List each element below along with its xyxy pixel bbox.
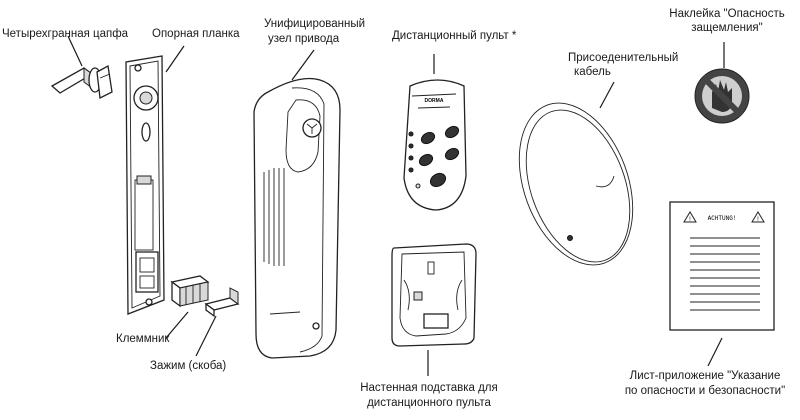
label-wall-stand-line2: дистанционного пульта: [367, 397, 491, 409]
label-cable-line2: кабель: [574, 66, 611, 78]
square-pin: [50, 64, 113, 99]
leader-drive-unit: [291, 49, 315, 81]
terminal-block: [170, 275, 210, 308]
drive-unit-vents: [263, 168, 285, 266]
leader-sheet: [707, 337, 723, 367]
sheet-heading-text: ACHTUNG!: [708, 215, 737, 222]
danger-sticker: [694, 68, 750, 124]
label-drive-unit-line1: Унифицированный: [264, 18, 366, 30]
svg-text:!: !: [757, 217, 759, 223]
safety-sheet: ! ! ACHTUNG!: [669, 201, 775, 331]
label-clamp: Зажим (скоба): [150, 360, 227, 372]
label-wall-stand-line1: Настенная подставка для: [360, 382, 498, 394]
wall-stand: [391, 243, 477, 347]
label-terminal: Клеммник: [116, 333, 170, 345]
svg-text:!: !: [689, 217, 691, 223]
clamp: [204, 287, 240, 318]
leader-square-pin: [67, 35, 83, 67]
label-remote: Дистанционный пульт *: [392, 30, 517, 42]
label-sheet-line2: по опасности и безопасности": [624, 385, 786, 397]
support-bar: [125, 55, 165, 315]
label-sheet-line1: Лист-приложение "Указание: [629, 370, 781, 382]
leader-terminal: [165, 311, 189, 339]
label-sticker-line1: Наклейка "Опасность: [669, 8, 785, 20]
sheet-text-lines: [690, 237, 760, 311]
label-sticker-line2: защемления": [691, 22, 763, 34]
drive-unit: [253, 77, 341, 359]
remote-brand-text: DORMA: [425, 98, 444, 104]
label-square-pin: Четырехгранная цапфа: [2, 28, 129, 40]
label-support-bar: Опорная планка: [152, 28, 240, 40]
cable: [518, 102, 634, 266]
remote-control: DORMA: [403, 79, 467, 211]
leader-cable: [599, 81, 615, 109]
leader-support-bar: [165, 45, 185, 73]
label-cable-line1: Присоеденительный: [568, 52, 679, 64]
label-drive-unit-line2: узел привода: [268, 33, 340, 45]
leader-clamp: [195, 315, 217, 357]
